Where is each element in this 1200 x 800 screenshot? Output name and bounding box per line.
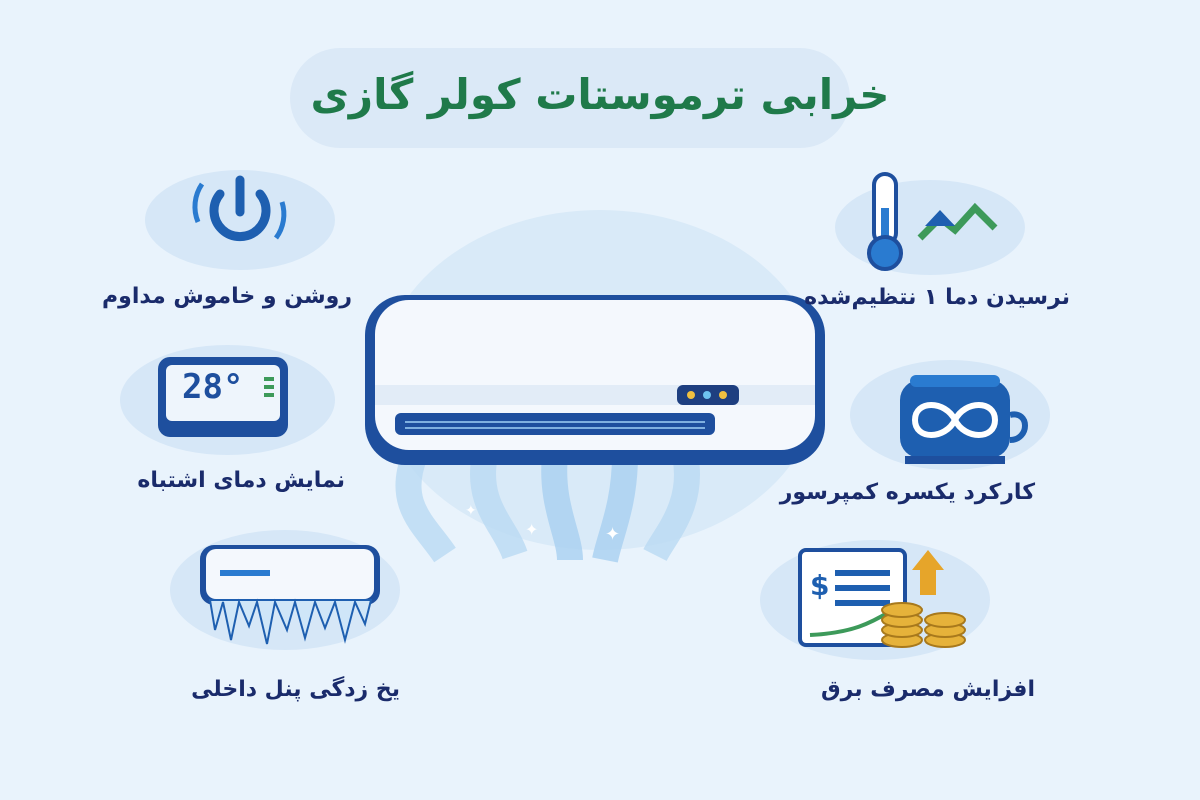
label-compressor-nonstop: کارکرد یکسره کمپرسور [779,480,1035,505]
page-title: خرابی ترموستات کولر گازی [310,70,890,119]
title-background [290,48,850,148]
thermometer-icon [867,172,998,271]
svg-text:$: $ [810,569,829,602]
electric-bill-icon: $ [798,548,966,648]
compressor-icon [900,375,1028,464]
label-power-consumption: افزایش مصرف برق [820,677,1035,702]
svg-text:✦: ✦ [465,503,477,519]
air-conditioner-icon: ✦ ✦ ✦ [365,295,825,563]
svg-text:✦: ✦ [605,524,620,545]
label-wrong-temperature: نمایش دمای اشتباه [137,468,345,493]
label-power-cycling: روشن و خاموش مداوم [102,284,352,309]
thermostat-display-icon: 28° [158,357,288,437]
temperature-readout: 28° [182,367,244,407]
label-temperature-not-reached: نرسیدن دما ۱ نتظیم‌شده [804,285,1070,310]
power-cycle-icon [192,175,287,242]
frozen-ac-icon [200,545,380,645]
svg-text:✦: ✦ [525,520,538,539]
airflow [395,450,700,563]
label-panel-freezing: یخ زدگی پنل داخلی [191,677,400,702]
